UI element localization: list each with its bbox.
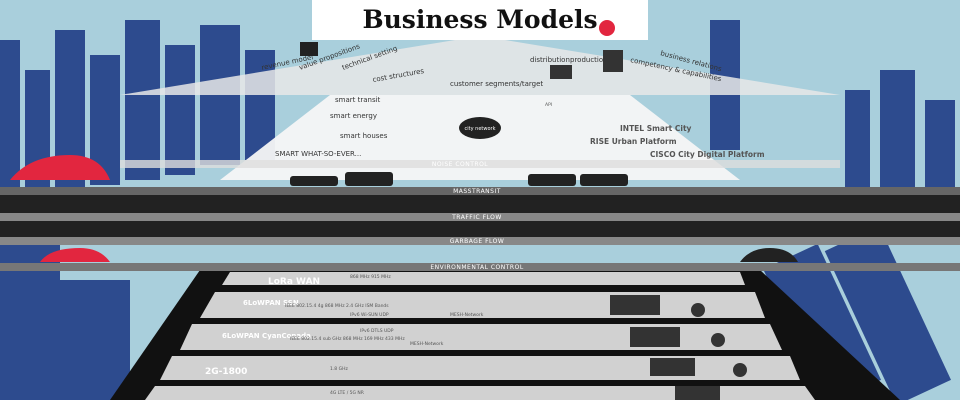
lane-spec: 868 MHz 915 MHz <box>350 274 391 280</box>
smart-whatsoever-label: SMART WHAT-SO-EVER... <box>275 150 361 158</box>
business-model-fan <box>120 40 840 95</box>
api-label: API <box>545 102 552 108</box>
car-icon <box>740 248 798 262</box>
city-network-badge <box>459 117 501 139</box>
left-buildings <box>0 20 275 400</box>
lane-2g-1800: 2G-1800 <box>205 367 247 377</box>
euro-icon <box>300 42 318 56</box>
router-icons <box>691 303 747 377</box>
bus-icons <box>290 172 628 186</box>
flow-bands <box>0 160 960 271</box>
page-title: Business Models <box>362 5 597 34</box>
lane-mesh: MESH-Network <box>450 312 484 318</box>
lane-protocol: IPv6 Wi-SUN UDP <box>350 312 389 318</box>
smart-energy-label: smart energy <box>330 112 377 120</box>
svg-text:production: production <box>570 56 608 64</box>
title-banner <box>312 0 648 40</box>
svg-text:distribution: distribution <box>530 56 570 64</box>
red-car-icon <box>40 248 110 262</box>
platform-cisco: CISCO City Digital Platform <box>650 150 765 159</box>
lane-spec: 1.8 GHz <box>330 366 348 372</box>
lane-protocol: IPv6 DTLS UDP <box>360 328 394 334</box>
lane-6lowpan-ssn: 6LoWPAN SSN <box>243 299 299 307</box>
flow-traffic: TRAFFIC FLOW <box>451 214 502 221</box>
factory-icon <box>603 50 623 72</box>
flow-environmental: ENVIRONMENTAL CONTROL <box>430 264 524 271</box>
lane-lora-wan: LoRa WAN <box>268 277 320 287</box>
flow-noise-control: NOISE CONTROL <box>432 161 488 168</box>
smart-houses-label: smart houses <box>340 132 388 140</box>
city-network-label: city network <box>465 126 496 132</box>
lightbulb-icon <box>599 20 615 36</box>
platform-intel: INTEL Smart City <box>620 124 692 133</box>
server-rack-icons <box>610 295 720 400</box>
red-car-icon <box>10 155 110 180</box>
lane-6lowpan-cyan: 6LoWPAN CyanConada <box>222 332 311 340</box>
platform-rise: RISE Urban Platform <box>590 137 677 146</box>
lane-mesh: MESH-Network <box>410 341 444 347</box>
lane-spec: 4G LTE / 5G NR <box>330 390 364 396</box>
lane-spec: IEEE 802.15.4 sub GHz 868 MHz 169 MHz 43… <box>290 336 405 342</box>
svg-text:customer segments/target: customer segments/target <box>450 80 543 88</box>
truck-icon <box>550 65 572 79</box>
flow-masstransit: MASSTRANSIT <box>453 188 501 195</box>
flow-garbage: GARBAGE FLOW <box>450 238 505 245</box>
smart-transit-label: smart transit <box>335 96 381 104</box>
lane-spec: IEEE 802.15.4 4g 868 MHz 2.4 GHz ISM Ban… <box>285 303 389 309</box>
